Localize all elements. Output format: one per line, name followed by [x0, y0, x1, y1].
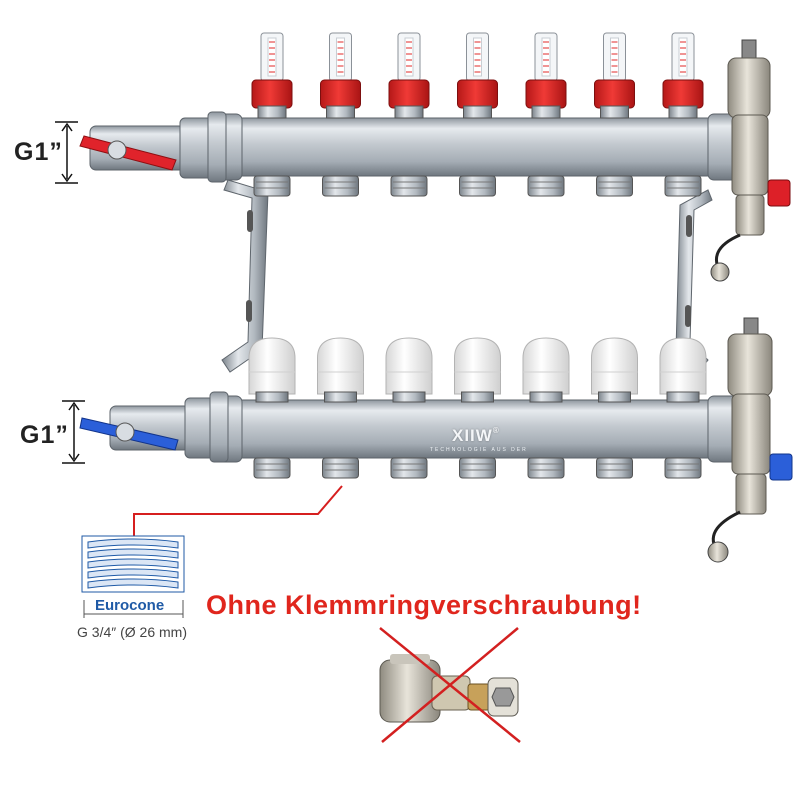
- return-outlet-3: [390, 457, 428, 479]
- thread-ridge-1: [87, 538, 179, 549]
- thermostatic-cap-5: [522, 337, 570, 403]
- return-outlet-2: [322, 457, 359, 479]
- flow-meter-3: [388, 32, 430, 119]
- supply-outlet-6: [596, 175, 633, 197]
- eurocone-width-marker: [83, 600, 184, 618]
- flow-meter-6: [594, 32, 635, 119]
- return-outlet-6: [596, 457, 633, 479]
- flow-meter-4: [457, 32, 498, 119]
- inlet-size-label-bottom: G1”: [20, 421, 69, 449]
- return-bar: [211, 337, 739, 479]
- brand-logo: XIIW®: [452, 426, 500, 446]
- thermostatic-cap-3: [385, 337, 433, 403]
- flow-meter-1: [251, 32, 293, 119]
- return-outlet-7: [664, 457, 702, 479]
- thread-ridge-5: [87, 578, 179, 589]
- thermostatic-cap-6: [591, 337, 638, 403]
- dimension-marker-top: [55, 121, 78, 184]
- flow-meter-5: [525, 32, 567, 119]
- supply-bar-body: [225, 117, 731, 177]
- supply-ball-valve: [79, 111, 227, 183]
- registered-mark: ®: [492, 426, 500, 435]
- return-end-group: [707, 317, 793, 563]
- supply-end-group: [710, 39, 791, 282]
- flow-meter-2: [320, 32, 361, 119]
- cross-out-mark: [379, 627, 521, 743]
- brand-name: XIIW: [452, 426, 493, 445]
- thread-ridge-2: [87, 548, 179, 559]
- mounting-brackets: [221, 179, 713, 373]
- thermostatic-cap-7: [659, 337, 707, 403]
- eurocone-thread-illustration: [81, 535, 185, 593]
- supply-outlet-7: [664, 175, 702, 197]
- thread-ridge-3: [87, 558, 179, 569]
- eurocone-callout-line: [133, 485, 343, 536]
- return-outlet-5: [527, 457, 565, 479]
- thread-ridge-4: [87, 568, 179, 579]
- supply-outlet-2: [322, 175, 359, 197]
- brand-tagline: TECHNOLOGIE AUS DER: [430, 447, 528, 453]
- supply-bar: [211, 32, 739, 197]
- inlet-size-label-top: G1”: [14, 138, 63, 166]
- thermostatic-cap-2: [317, 337, 364, 403]
- return-ball-valve: [79, 391, 229, 463]
- return-outlet-1: [253, 457, 291, 479]
- dimension-marker-bottom: [62, 400, 85, 464]
- supply-outlet-5: [527, 175, 565, 197]
- warning-text: Ohne Klemmringverschraubung!: [206, 590, 642, 620]
- thermostatic-cap-4: [454, 337, 501, 403]
- eurocone-label: Eurocone: [95, 597, 165, 614]
- supply-outlet-1: [253, 175, 291, 197]
- supply-outlet-3: [390, 175, 428, 197]
- thermostatic-cap-1: [248, 337, 296, 403]
- supply-outlet-4: [459, 175, 496, 197]
- eurocone-thread-spec: G 3/4″ (Ø 26 mm): [77, 624, 187, 640]
- flow-meter-7: [662, 32, 704, 119]
- return-outlet-4: [459, 457, 496, 479]
- compression-fitting-image: [379, 654, 519, 723]
